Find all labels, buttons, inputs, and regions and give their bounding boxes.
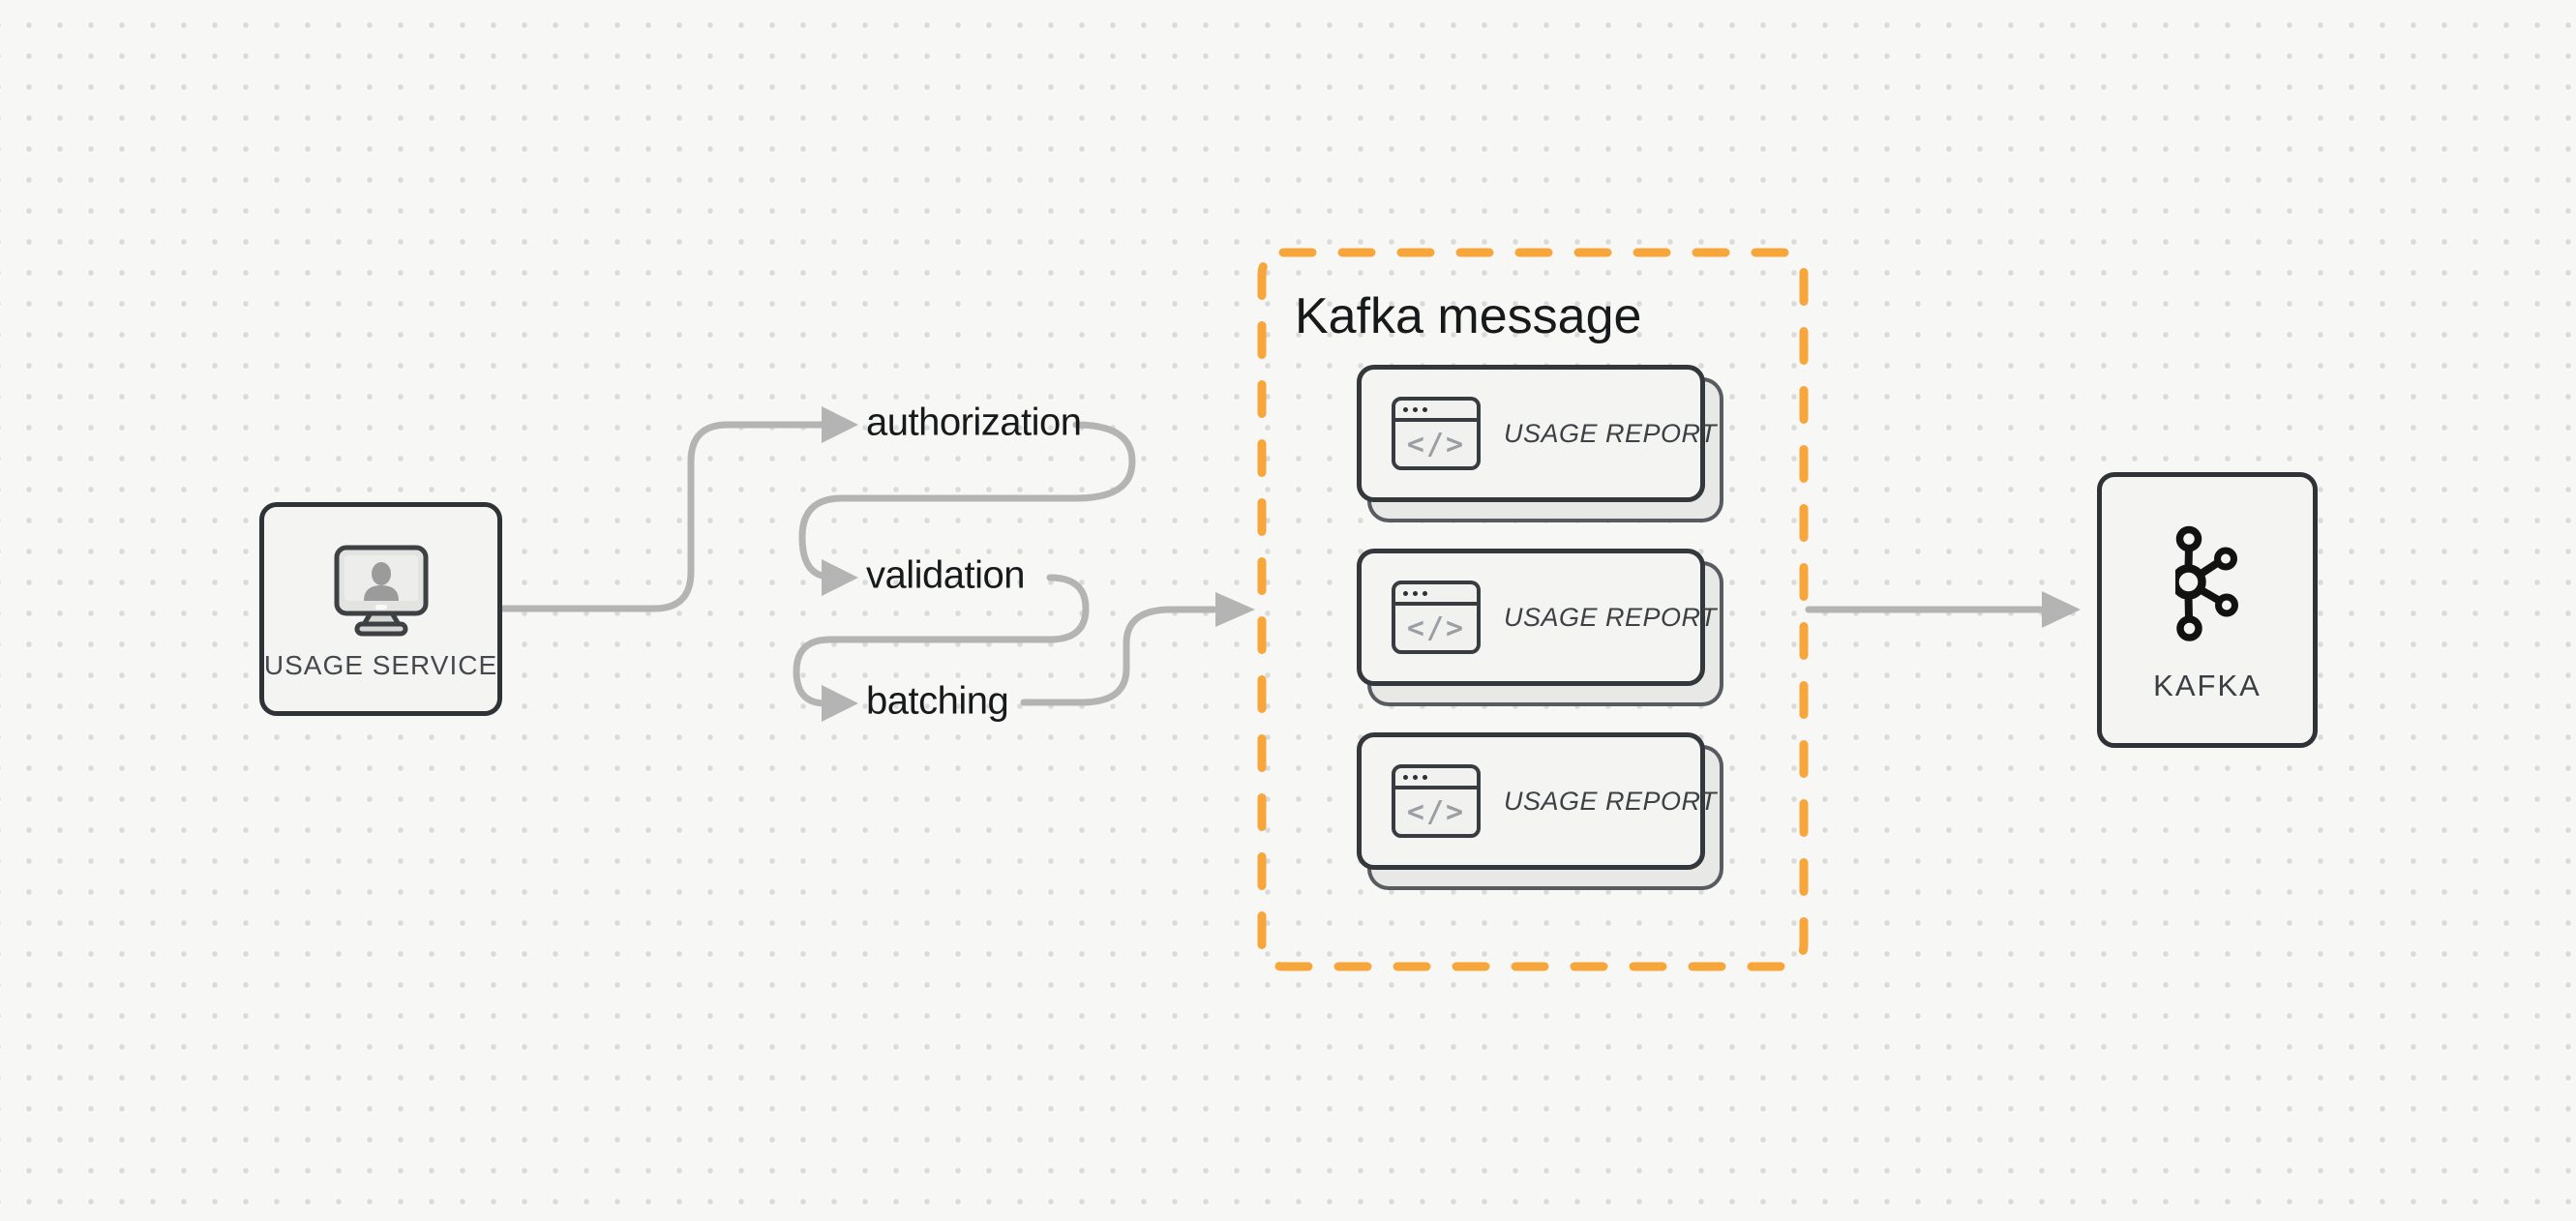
flow-step-validation: validation [866, 553, 1026, 597]
code-glyph: </> [1406, 794, 1466, 829]
connector-usage-to-authorization [499, 421, 826, 612]
usage-report-card: </> USAGE REPORT [1357, 365, 1717, 502]
window-bar [1395, 584, 1477, 606]
arrowhead-icon [1215, 592, 1255, 627]
monitor-user-icon [334, 545, 428, 636]
usage-service-label: USAGE SERVICE [263, 649, 498, 680]
arrowhead-icon [822, 685, 858, 722]
usage-report-card: </> USAGE REPORT [1357, 549, 1717, 686]
arrowhead-icon [822, 559, 858, 596]
window-dot [1413, 406, 1418, 412]
code-window-icon: </> [1392, 581, 1481, 654]
usage-report-label: USAGE REPORT [1504, 786, 1718, 816]
usage-service-node: USAGE SERVICE [259, 502, 502, 716]
connector-batching-to-kafka-message [1020, 606, 1217, 706]
code-window-icon: </> [1392, 764, 1481, 838]
flow-step-authorization: authorization [866, 401, 1082, 444]
arrowhead-icon [2042, 591, 2081, 628]
window-dot [1413, 590, 1418, 596]
kafka-logo-icon [2175, 525, 2238, 641]
flow-step-batching: batching [866, 679, 1009, 723]
kafka-message-group-title: Kafka message [1295, 288, 1642, 344]
window-dot [1403, 774, 1408, 780]
usage-report-card: </> USAGE REPORT [1357, 732, 1717, 870]
usage-report-label: USAGE REPORT [1504, 602, 1718, 632]
window-bar [1395, 401, 1477, 422]
arrowhead-icon [822, 406, 858, 443]
kafka-node: KAFKA [2097, 472, 2318, 748]
window-dot [1413, 774, 1418, 780]
window-dot [1423, 774, 1427, 780]
code-glyph: </> [1406, 610, 1466, 645]
window-dot [1403, 590, 1408, 596]
window-dot [1423, 590, 1427, 596]
window-bar [1395, 768, 1477, 789]
window-dot [1403, 406, 1408, 412]
usage-report-label: USAGE REPORT [1504, 418, 1718, 448]
kafka-label: KAFKA [2153, 668, 2261, 702]
code-glyph: </> [1406, 427, 1466, 462]
window-dot [1423, 406, 1427, 412]
code-window-icon: </> [1392, 397, 1481, 470]
